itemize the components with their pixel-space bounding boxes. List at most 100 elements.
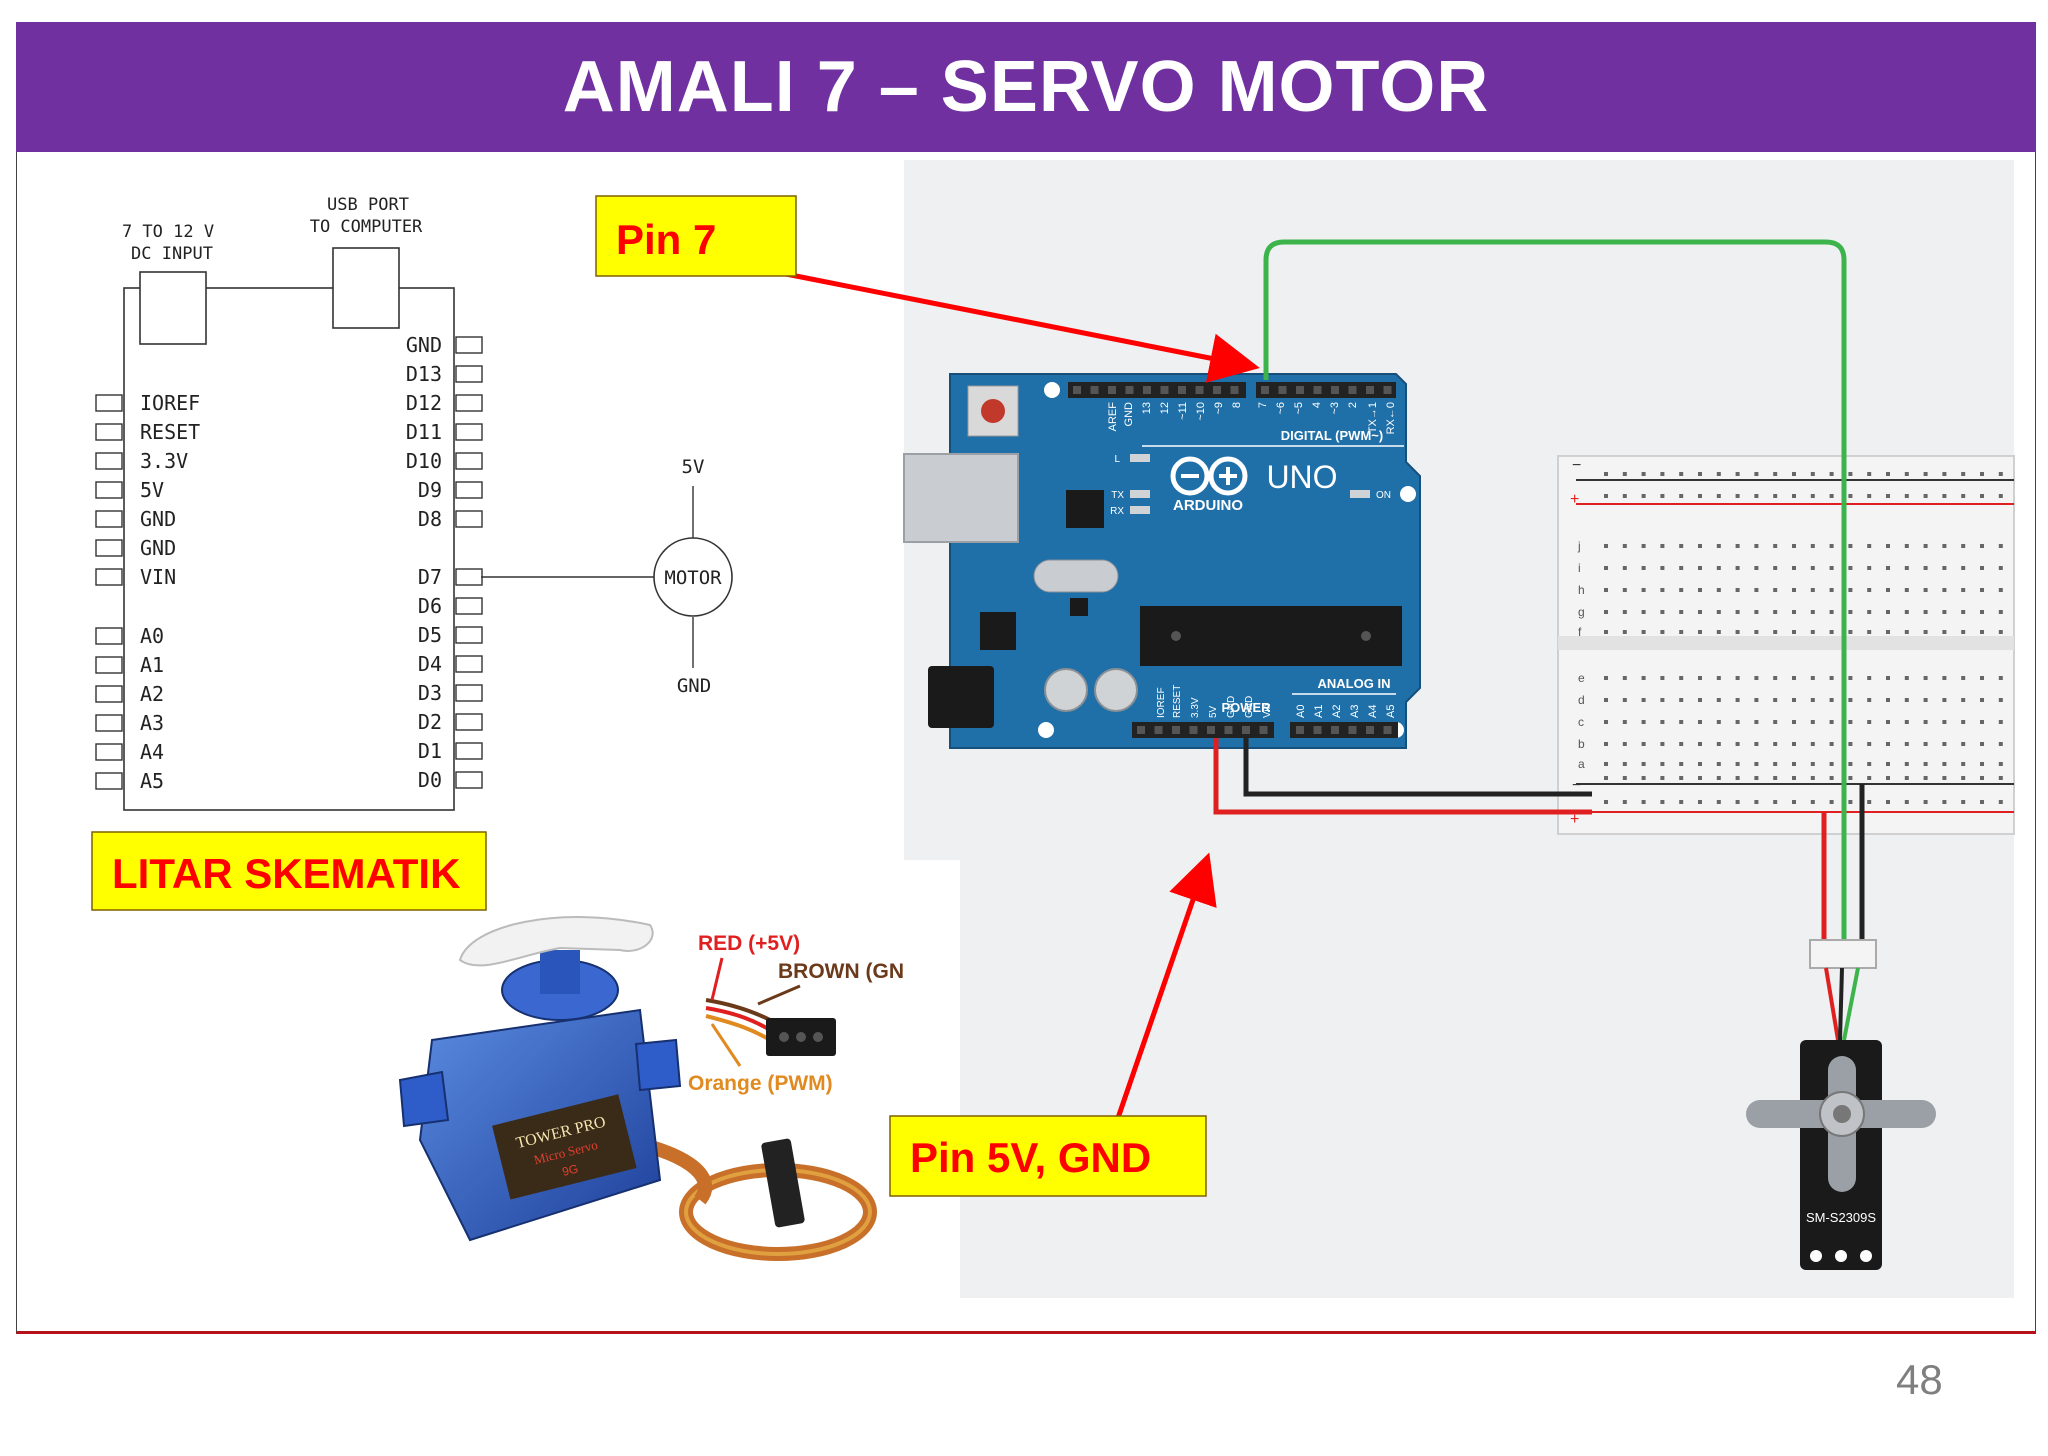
- schematic-right-pin: [455, 742, 483, 760]
- arduino-capacitor-1: [1044, 668, 1088, 712]
- power-header: [1132, 722, 1274, 738]
- litar-skematik-callout: LITAR SKEMATIK: [91, 831, 487, 911]
- arduino-dc-jack: [928, 666, 994, 728]
- usb-label-1: USB PORT: [327, 195, 409, 215]
- servo-photo: TOWER PRO Micro Servo 9G RED (+5V) BROWN…: [398, 916, 926, 1261]
- arduino-capacitor-2: [1094, 668, 1138, 712]
- schematic-right-pin-label: D6: [418, 594, 442, 618]
- schematic-right-pin: [455, 713, 483, 731]
- schematic-right-pin: [455, 510, 483, 528]
- schematic-left-pin: [95, 685, 123, 703]
- schematic-right-pin-label: D8: [418, 507, 442, 531]
- breadboard-row-letter: e: [1578, 671, 1585, 685]
- orange-wire-label: Orange (PWM): [688, 1072, 833, 1095]
- red-wire-label: RED (+5V): [698, 932, 800, 955]
- digital-pin-label: 7: [1257, 402, 1269, 408]
- servo-sim-connector: [1809, 939, 1877, 969]
- schematic-left-pin: [95, 772, 123, 790]
- power-pin-label: Vin: [1262, 704, 1273, 718]
- usb-port-symbol: [332, 247, 400, 329]
- schematic-left-pin: [95, 481, 123, 499]
- digital-pin-label: 12: [1159, 402, 1171, 414]
- page-number: 48: [1896, 1356, 1943, 1403]
- pin7-arrow: [785, 271, 1260, 383]
- dc-input-label-2: DC INPUT: [131, 244, 213, 264]
- digital-pin-label: 13: [1141, 402, 1153, 414]
- led-tx-label: TX: [1111, 490, 1124, 501]
- servo-orange-wire: [705, 1014, 772, 1042]
- dc-input-label-1: 7 TO 12 V: [122, 222, 214, 242]
- led-on-label: ON: [1376, 490, 1391, 501]
- power-label: POWER: [1221, 700, 1271, 715]
- led-l-label: L: [1114, 454, 1120, 465]
- signal-wire: [1263, 239, 1847, 946]
- servo-red-wire: [705, 1006, 772, 1032]
- schematic-right-pin: [455, 626, 483, 644]
- breadboard-row-letter: b: [1578, 737, 1585, 751]
- digital-pin-label: ~11: [1177, 402, 1189, 420]
- arduino-logo: [1170, 456, 1248, 496]
- breadboard-row-letter: j: [1577, 539, 1581, 553]
- schematic-right-pin-label: D2: [418, 710, 442, 734]
- digital-pin-label: 2: [1347, 402, 1359, 408]
- power-wire-arduino: [1213, 738, 1592, 815]
- power-callout: Pin 5V, GND: [889, 1115, 1207, 1197]
- power-pin-label: 5V: [1208, 705, 1219, 718]
- arduino-usb-chip: [1066, 490, 1104, 528]
- breadboard-row-letter: d: [1578, 693, 1585, 707]
- led-rx-label: RX: [1110, 506, 1124, 517]
- schematic-right-pin: [455, 655, 483, 673]
- schematic-left-pin-label: A3: [140, 711, 164, 735]
- litar-skematik-text: LITAR SKEMATIK: [112, 850, 460, 897]
- rail-minus-bottom: −: [1572, 777, 1581, 794]
- power-pin-label: GND: [1226, 696, 1237, 718]
- digital-pin-label: 4: [1311, 402, 1323, 408]
- schematic-left-pin: [95, 568, 123, 586]
- analog-pin-label: A3: [1349, 705, 1361, 718]
- motor-label: MOTOR: [664, 567, 722, 589]
- schematic-right-pin: [455, 394, 483, 412]
- arduino-brand: ARDUINO: [1173, 497, 1243, 514]
- schematic-left-pin-label: RESET: [140, 420, 200, 444]
- digital-pin-label: ~5: [1293, 402, 1305, 415]
- analog-pin-label: A0: [1295, 705, 1307, 718]
- pin7-text: Pin 7: [616, 216, 716, 263]
- breadboard-row-letter: i: [1578, 561, 1581, 575]
- breadboard-row-letter: c: [1578, 715, 1584, 729]
- schematic-right-pin-label: D13: [406, 362, 442, 386]
- analog-header: [1290, 722, 1398, 738]
- digital-pin-label: ~9: [1213, 402, 1225, 415]
- schematic-right-pin: [455, 365, 483, 383]
- schematic-left-pin-label: GND: [140, 536, 176, 560]
- digital-pin-label: 8: [1231, 402, 1243, 408]
- schematic-left-pin: [95, 452, 123, 470]
- servo-brand-3: 9G: [561, 1161, 580, 1178]
- power-pin-label: 3.3V: [1190, 697, 1201, 718]
- digital-pwm-label: DIGITAL (PWM~): [1281, 428, 1383, 443]
- servo-cable-connector: [761, 1138, 805, 1228]
- breadboard-row-letter: f: [1578, 625, 1582, 639]
- rail-minus-top: −: [1572, 457, 1581, 474]
- schematic-right-pin-label: D1: [418, 739, 442, 763]
- servo-sim-model: SM-S2309S: [1806, 1210, 1876, 1225]
- schematic-left-pin-label: GND: [140, 507, 176, 531]
- digital-pin-label: ~3: [1329, 402, 1341, 415]
- servo-horn: [458, 916, 654, 967]
- arduino-usb-port: [903, 453, 1019, 543]
- servo-brown-wire: [705, 998, 771, 1022]
- servo-mount-tab-right: [634, 1038, 682, 1092]
- brown-wire-pointer: [757, 984, 801, 1006]
- schematic-left-pin-label: A0: [140, 624, 164, 648]
- usb-label-2: TO COMPUTER: [310, 217, 423, 237]
- breadboard-row-letter: h: [1578, 583, 1585, 597]
- breadboard-row-letter: g: [1578, 605, 1585, 619]
- red-wire-pointer: [710, 957, 724, 1001]
- arduino-regulator: [980, 612, 1016, 650]
- schematic-right-pin-label: D9: [418, 478, 442, 502]
- schematic-left-pin: [95, 656, 123, 674]
- orange-wire-pointer: [710, 1023, 742, 1067]
